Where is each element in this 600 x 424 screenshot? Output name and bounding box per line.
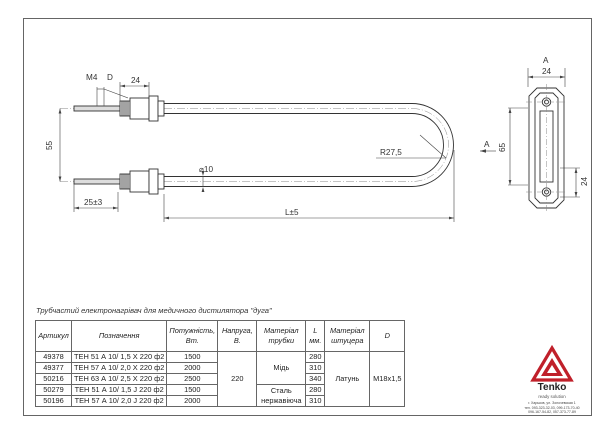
dimension-arrows	[58, 75, 578, 220]
dim-24-top: 24	[131, 76, 141, 85]
cell-article: 50196	[35, 395, 72, 407]
header-designation: Позначення	[70, 320, 168, 352]
cell-article: 50216	[35, 373, 72, 385]
view-dim-24-side: 24	[580, 176, 589, 186]
cell-length: 310	[305, 395, 326, 407]
drawing-caption: Трубчастий електронагрівач для медичного…	[36, 306, 272, 315]
top-fitting	[73, 95, 165, 122]
table-row: 49378 ТЕН 51 А 10/ 1,5 Х 220 ф2 1500 220…	[35, 351, 406, 407]
logo-address-line: тел. 093-323-32-03, 099-173-70-40	[524, 405, 580, 410]
company-logo-block: Tenko ready solution г. Харьков, ул. Зол…	[513, 344, 591, 417]
logo-address-line: г. Харьков, ул. Золочевская 1	[528, 401, 576, 405]
sheet-frame	[23, 18, 592, 416]
cell-length: 280	[305, 351, 326, 363]
cell-length: 310	[305, 362, 326, 374]
logo-address-line: 096-167-54-82, 057-373-77-89	[528, 410, 576, 414]
spec-table: Артикул Позначення Потужність,Вт. Напруг…	[35, 320, 406, 407]
cell-article: 50279	[35, 384, 72, 396]
tenko-triangle-icon	[530, 344, 574, 382]
logo-name: Tenko	[537, 382, 567, 393]
dim-length-l: L±5	[285, 208, 299, 217]
center-line	[60, 108, 449, 182]
heater-tube	[164, 103, 454, 187]
dimension-lines	[59, 68, 580, 222]
cell-length: 340	[305, 373, 326, 385]
cell-power: 1500	[166, 351, 219, 363]
cell-power: 2000	[166, 395, 219, 407]
logo-tagline: ready solution	[538, 394, 566, 399]
dim-r27: R27,5	[380, 148, 402, 157]
dim-m4: M4	[86, 73, 98, 82]
view-dim-24-top: 24	[542, 67, 552, 76]
arrow-a-label: A	[484, 140, 490, 149]
dim-25: 25±3	[84, 198, 103, 207]
cell-length: 280	[305, 384, 326, 396]
cell-designation: ТЕН 57 А 10/ 2,0 Х 220 ф2	[70, 362, 168, 374]
view-a-title: A	[543, 56, 549, 65]
header-voltage: Напруга,В.	[217, 320, 258, 352]
cell-designation: ТЕН 63 А 10/ 2,5 Х 220 ф2	[70, 373, 168, 385]
cell-designation: ТЕН 51 А 10/ 1,5 J 220 ф2	[70, 384, 168, 396]
cell-fitting-material: Латунь	[324, 351, 371, 407]
cell-power: 2500	[166, 373, 219, 385]
dim-d: D	[107, 73, 113, 82]
dim-55: 55	[45, 140, 54, 150]
header-d: D	[369, 320, 406, 352]
cell-power: 2000	[166, 362, 219, 374]
cell-article: 49378	[35, 351, 72, 363]
dim-diameter-10: ⌀10	[199, 165, 213, 174]
bottom-fitting	[73, 168, 165, 195]
header-power: Потужність,Вт.	[166, 320, 219, 352]
cell-designation: ТЕН 57 А 10/ 2,0 J 220 ф2	[70, 395, 168, 407]
spec-table-header: Артикул Позначення Потужність,Вт. Напруг…	[35, 320, 406, 352]
table-row: 50216 ТЕН 63 А 10/ 2,5 Х 220 ф2 2500 340	[35, 373, 405, 385]
view-dim-65: 65	[498, 142, 507, 152]
end-view-centerlines	[526, 84, 567, 212]
cell-power: 1500	[166, 384, 219, 396]
header-article: Артикул	[35, 320, 72, 352]
table-row: 50196 ТЕН 57 А 10/ 2,0 J 220 ф2 2000 310	[35, 395, 405, 407]
cell-article: 49377	[35, 362, 72, 374]
cell-voltage: 220	[217, 351, 258, 407]
cell-d: M18x1,5	[369, 351, 406, 407]
cell-designation: ТЕН 51 А 10/ 1,5 Х 220 ф2	[70, 351, 168, 363]
cell-material-copper: Мідь	[256, 351, 307, 385]
